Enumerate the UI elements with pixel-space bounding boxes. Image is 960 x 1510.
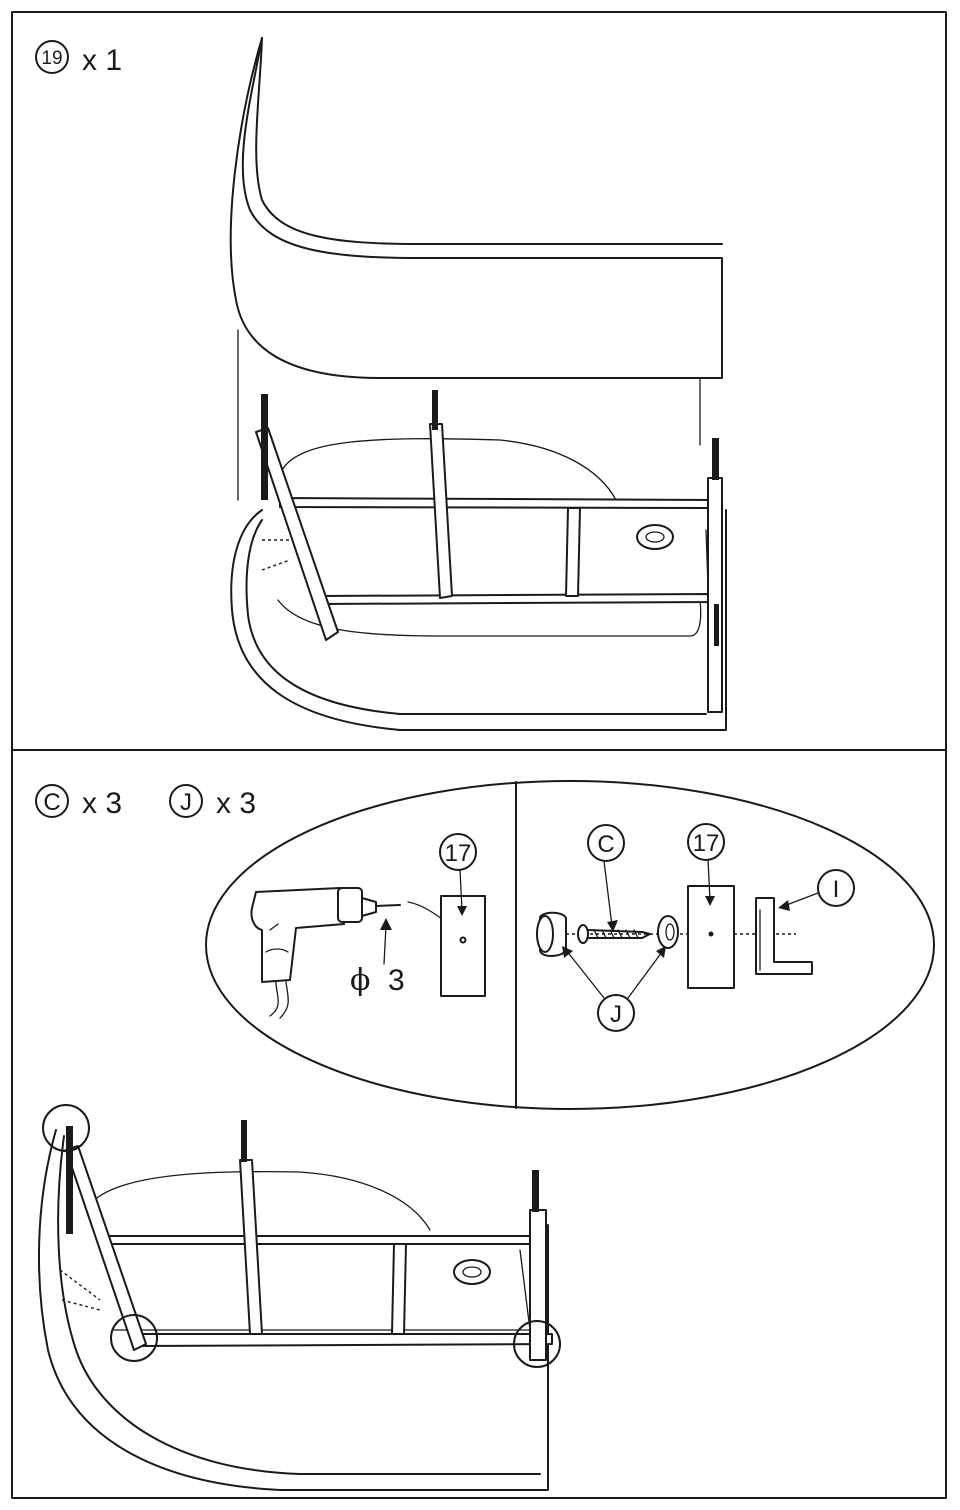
cap-j-label: J xyxy=(610,1001,622,1028)
part-19-number: 19 xyxy=(41,48,62,69)
step1-frame xyxy=(11,11,947,751)
bathtub-step2 xyxy=(38,1104,561,1491)
screw-assembly-detail: C 17 I J xyxy=(536,823,855,1032)
cap-part-j xyxy=(536,911,567,957)
assembly-part-17-label: 17 xyxy=(693,830,720,857)
drill-icon xyxy=(250,887,401,1019)
screw-c-label: C xyxy=(597,831,614,858)
curved-top-panel xyxy=(229,37,723,501)
bracket-i-label: I xyxy=(833,876,840,903)
step2-parts-callout: C x 3 J x 3 xyxy=(35,784,256,820)
screw-part-c xyxy=(577,924,651,944)
detail-ellipse xyxy=(205,780,935,1110)
bathtub-step1 xyxy=(230,390,727,731)
drill-part-17-label: 17 xyxy=(445,840,472,867)
diameter-value: 3 xyxy=(388,964,405,997)
drill-detail: ϕ 3 17 xyxy=(250,833,486,1019)
part-c-letter: C xyxy=(43,789,60,816)
washer-part-j xyxy=(657,915,679,949)
part-19-quantity: x 1 xyxy=(82,44,122,77)
part-c-quantity: x 3 xyxy=(82,787,122,820)
part-j-quantity: x 3 xyxy=(216,787,256,820)
step1-part-callout: 19 x 1 xyxy=(35,40,122,77)
part-j-letter: J xyxy=(180,789,192,816)
step2-frame xyxy=(11,749,947,1499)
diameter-symbol: ϕ xyxy=(350,963,370,998)
